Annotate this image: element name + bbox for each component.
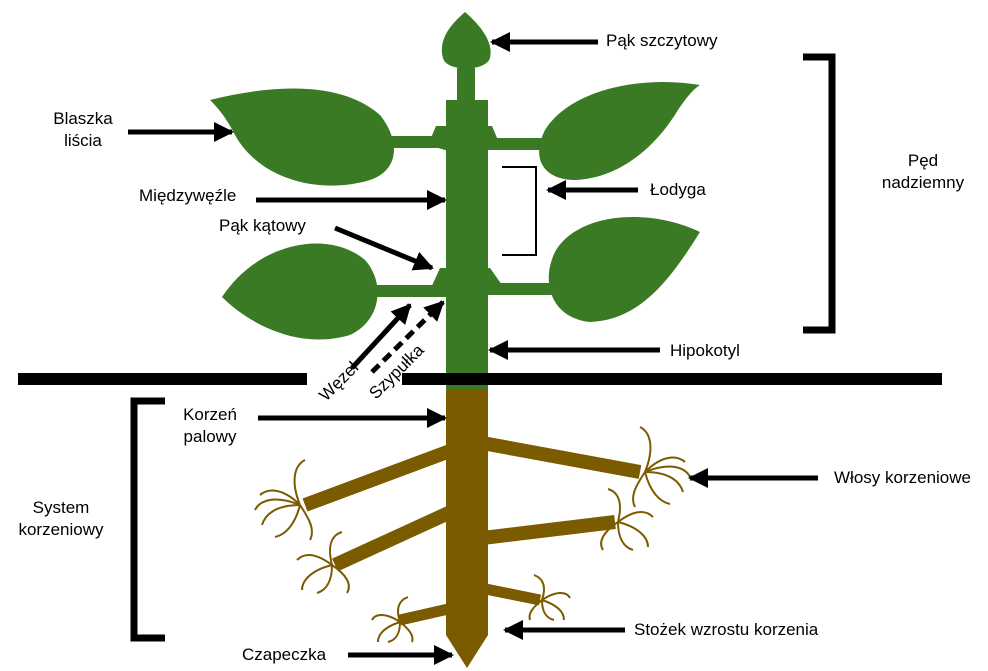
taproot-label-line: Korzeń (172, 404, 248, 426)
taproot-label: Korzeń palowy (172, 404, 248, 448)
leaf-blade (222, 243, 378, 339)
stem-label: Łodyga (650, 179, 706, 201)
terminal-bud-label: Pąk szczytowy (606, 30, 717, 52)
root-apex-label: Stożek wzrostu korzenia (634, 619, 818, 641)
ground-line (18, 373, 307, 385)
shoot-label: Pęd nadziemny (868, 150, 978, 194)
root-system (305, 385, 640, 668)
leaf-blade (210, 89, 394, 186)
shoot-bracket (803, 57, 832, 330)
root-system-label-line: korzeniowy (6, 519, 116, 541)
taproot-label-line: palowy (172, 426, 248, 448)
ground-line (402, 373, 942, 385)
taproot (446, 385, 488, 668)
leaf-blade-label-line: liścia (40, 130, 126, 152)
node-label: Węzeł (315, 358, 362, 405)
root-system-label: System korzeniowy (6, 497, 116, 541)
shoot-label-line: Pęd (868, 150, 978, 172)
leaf-blade-label: Blaszka liścia (40, 108, 126, 152)
stem (446, 100, 488, 390)
axillary-bud-label: Pąk kątowy (219, 215, 306, 237)
lateral-root (466, 440, 640, 472)
internode-label: Międzywęźle (139, 185, 236, 207)
leaf-blade (549, 217, 700, 322)
root-hairs-label: Włosy korzeniowe (834, 467, 971, 489)
leaf-blade-label-line: Blaszka (40, 108, 126, 130)
leaf-blade (539, 82, 700, 180)
hypocotyl-label: Hipokotyl (670, 340, 740, 362)
stem-neck (457, 68, 475, 108)
internode-bracket (502, 167, 536, 255)
root-hair-cluster (633, 427, 690, 507)
lateral-root (466, 522, 615, 540)
lateral-root (305, 445, 466, 505)
root-system-label-line: System (6, 497, 116, 519)
terminal-bud (442, 12, 491, 69)
shoot-label-line: nadziemny (868, 172, 978, 194)
root-cap-label: Czapeczka (242, 644, 326, 666)
root-system-bracket (134, 401, 165, 638)
